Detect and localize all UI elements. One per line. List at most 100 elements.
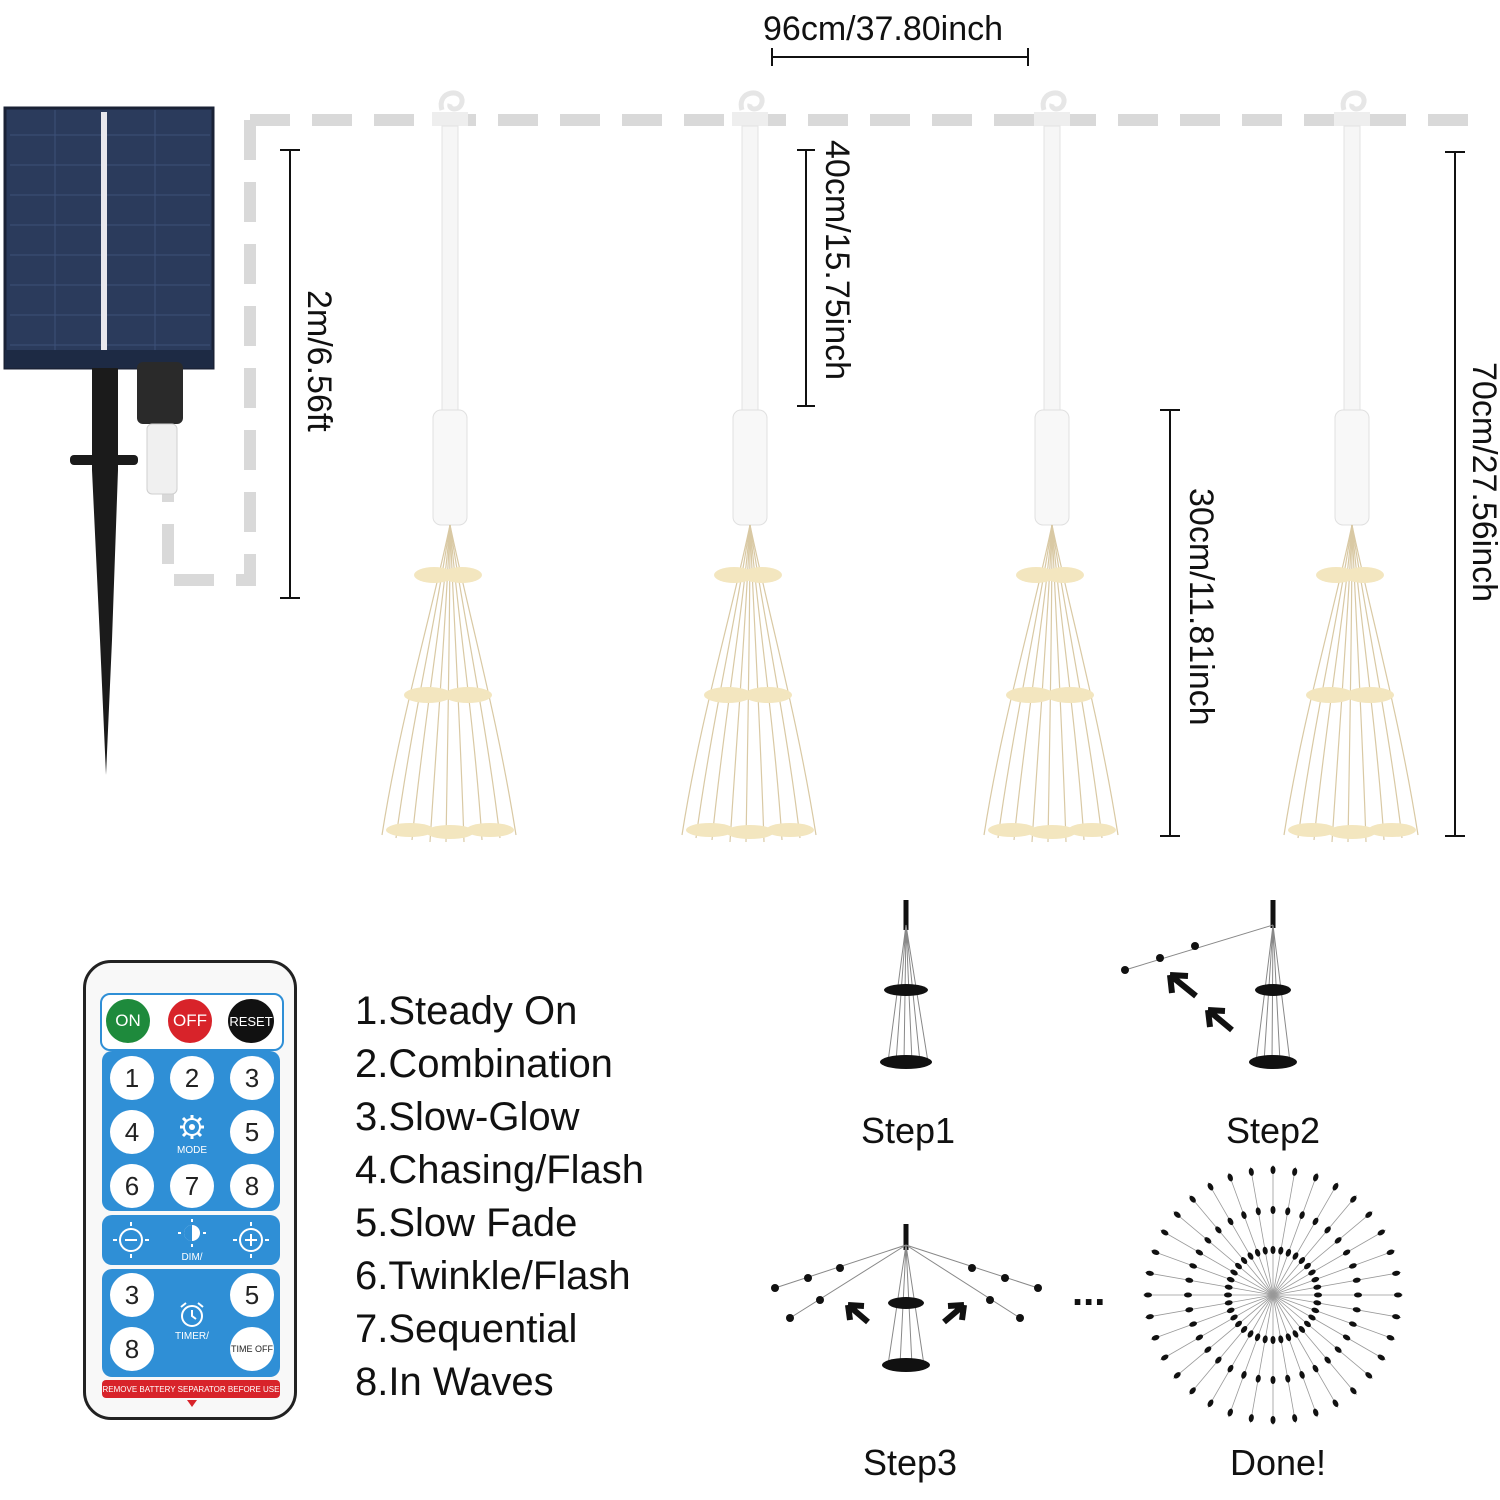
burst-bulb (1189, 1321, 1197, 1327)
burst-ray (1160, 1229, 1274, 1296)
firework-light-2 (682, 93, 816, 842)
num-4-button[interactable]: 4 (110, 1110, 154, 1154)
burst-bulb (1352, 1277, 1361, 1283)
burst-bulb (1285, 1207, 1291, 1216)
dim-down-icon[interactable] (110, 1219, 152, 1261)
burst-bulb (1285, 1374, 1291, 1383)
burst-bulb (1298, 1257, 1306, 1264)
num-8-button[interactable]: 8 (230, 1164, 274, 1208)
burst-bulb (1292, 1167, 1298, 1176)
burst-bulb (1392, 1314, 1401, 1320)
burst-ray (1272, 1294, 1386, 1361)
off-button[interactable]: OFF (168, 999, 212, 1043)
burst-bulb (1161, 1354, 1169, 1361)
burst-bulb (1292, 1414, 1298, 1423)
burst-bulb (1227, 1173, 1233, 1182)
step2-unfolding-icon (1121, 900, 1297, 1069)
install-steps-diagram (771, 900, 1403, 1425)
burst-bulb (1189, 1387, 1196, 1395)
burst-ray (1144, 1272, 1274, 1296)
burst-bulb (1235, 1320, 1242, 1328)
burst-bulb (1227, 1364, 1234, 1373)
burst-bulb (1224, 1300, 1233, 1306)
burst-bulb (1207, 1399, 1214, 1407)
burst-bulb (1342, 1249, 1351, 1256)
on-button[interactable]: ON (106, 999, 150, 1043)
burst-ray (1150, 1294, 1274, 1340)
burst-ray (1173, 1294, 1274, 1379)
done-label: Done! (1229, 1442, 1327, 1483)
burst-ray (1272, 1294, 1318, 1418)
burst-bulb (1292, 1252, 1299, 1260)
burst-bulb (1270, 1376, 1276, 1384)
num-2-button[interactable]: 2 (170, 1056, 214, 1100)
burst-bulb (1334, 1237, 1342, 1244)
burst-bulb (1304, 1320, 1311, 1328)
product-diagram (3, 48, 1480, 880)
mode-item: 1.Steady On (355, 989, 578, 1033)
num-1-button[interactable]: 1 (110, 1056, 154, 1100)
burst-ray (1228, 1294, 1274, 1418)
burst-bulb (1207, 1183, 1214, 1191)
burst-bulb (1151, 1249, 1160, 1255)
burst-ray (1272, 1195, 1357, 1296)
timer-3-button[interactable]: 3 (110, 1273, 154, 1317)
num-5-button[interactable]: 5 (230, 1110, 274, 1154)
burst-bulb (1226, 1307, 1235, 1314)
burst-bulb (1241, 1211, 1247, 1219)
dim-up-icon[interactable] (230, 1219, 272, 1261)
mode-gear-icon[interactable] (174, 1111, 210, 1147)
time-off-button[interactable]: TIME OFF (230, 1327, 274, 1371)
num-7-button[interactable]: 7 (170, 1164, 214, 1208)
burst-bulb (1299, 1211, 1305, 1219)
burst-bulb (1298, 1326, 1306, 1333)
timer-8-button[interactable]: 8 (110, 1327, 154, 1371)
mode-item: 7.Sequential (355, 1307, 578, 1351)
burst-bulb (1285, 1333, 1292, 1342)
burst-bulb (1241, 1371, 1247, 1379)
firework-light-1 (382, 93, 516, 842)
burst-bulb (1185, 1307, 1194, 1313)
burst-bulb (1332, 1399, 1339, 1407)
burst-ray (1272, 1211, 1373, 1296)
burst-ray (1189, 1294, 1274, 1395)
burst-bulb (1350, 1387, 1357, 1395)
num-6-button[interactable]: 6 (110, 1164, 154, 1208)
burst-bulb (1314, 1292, 1322, 1298)
remote-control: ON OFF RESET 1 2 3 4 MODE 5 6 7 8 DIM/ 3… (83, 960, 297, 1420)
burst-bulb (1270, 1206, 1276, 1214)
mode-item: 6.Twinkle/Flash (355, 1254, 631, 1298)
burst-ray (1272, 1182, 1339, 1296)
reset-button[interactable]: RESET (228, 999, 274, 1043)
burst-bulb (1254, 1333, 1261, 1342)
burst-bulb (1184, 1292, 1192, 1298)
burst-bulb (1145, 1314, 1154, 1320)
num-3-button[interactable]: 3 (230, 1056, 274, 1100)
burst-bulb (1235, 1262, 1242, 1270)
burst-bulb (1195, 1249, 1204, 1256)
step3-spreading-icon (771, 1224, 1042, 1372)
burst-bulb (1299, 1371, 1305, 1379)
burst-ray (1272, 1294, 1402, 1318)
mode-item: 4.Chasing/Flash (355, 1148, 645, 1192)
step2-label: Step2 (1225, 1110, 1321, 1151)
burst-bulb (1247, 1252, 1254, 1260)
burst-bulb (1240, 1257, 1248, 1264)
burst-bulb (1311, 1276, 1320, 1283)
burst-ray (1272, 1172, 1318, 1296)
timer-clock-icon[interactable] (176, 1299, 208, 1331)
burst-ray (1144, 1294, 1274, 1318)
spacing-label: 96cm/37.80inch (763, 10, 1004, 48)
pull-tab-arrow-icon (187, 1400, 197, 1407)
burst-bulb (1255, 1374, 1261, 1383)
timer-5-button[interactable]: 5 (230, 1273, 274, 1317)
dimension-lines (280, 48, 1465, 837)
burst-ray (1250, 1166, 1274, 1296)
step3-label: Step3 (862, 1442, 958, 1483)
burst-bulb (1144, 1292, 1152, 1298)
burst-bulb (1204, 1237, 1212, 1244)
brightness-icon[interactable] (174, 1217, 210, 1253)
burst-bulb (1342, 1334, 1351, 1341)
burst-bulb (1386, 1335, 1395, 1341)
burst-bulb (1227, 1408, 1233, 1417)
